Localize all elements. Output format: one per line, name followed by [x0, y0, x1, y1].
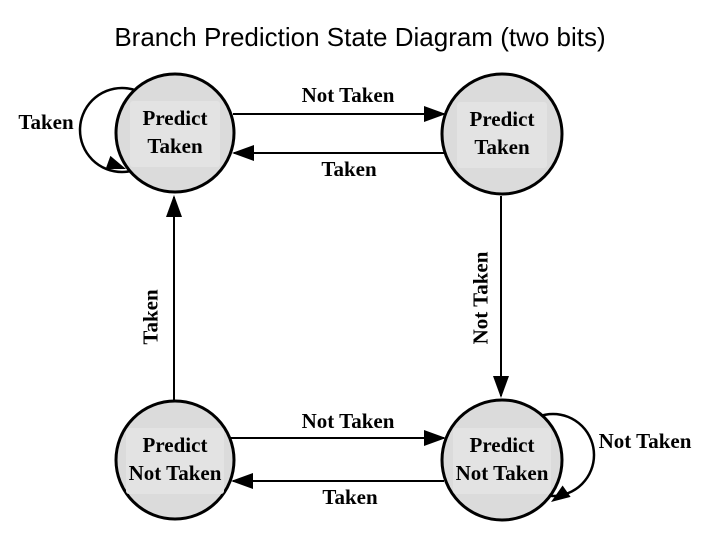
transition-label-left-taken: Taken — [138, 289, 163, 345]
state-inner-highlight — [453, 428, 551, 494]
self-loop-arrowhead-bottom-right — [551, 485, 571, 502]
state-inner-highlight — [457, 102, 547, 168]
transition-label-self-not-taken: Not Taken — [598, 429, 692, 453]
state-label-line: Taken — [474, 135, 530, 159]
state-inner-highlight — [130, 101, 220, 167]
transition-label-bottom-not-taken: Not Taken — [301, 409, 395, 433]
state-label-line: Not Taken — [455, 461, 549, 485]
state-label-line: Not Taken — [128, 461, 222, 485]
state-label-predict-not-taken-strong: Predict Not Taken — [422, 431, 582, 487]
state-inner-highlight — [126, 428, 224, 494]
transition-label-right-not-taken: Not Taken — [468, 251, 493, 345]
self-loop-arrowhead-top-left — [105, 155, 126, 170]
state-label-predict-not-taken-weak: Predict Not Taken — [95, 431, 255, 487]
transition-label-top-not-taken: Not Taken — [301, 83, 395, 107]
state-label-line: Predict — [469, 433, 535, 457]
state-label-predict-taken-weak: Predict Taken — [422, 105, 582, 161]
transition-label-bottom-taken: Taken — [322, 485, 378, 509]
state-label-line: Taken — [147, 134, 203, 158]
page-title: Branch Prediction State Diagram (two bit… — [114, 22, 606, 52]
state-label-line: Predict — [469, 107, 535, 131]
state-label-line: Predict — [142, 106, 208, 130]
transition-label-top-taken: Taken — [321, 157, 377, 181]
transition-label-self-taken: Taken — [18, 110, 74, 134]
state-label-line: Predict — [142, 433, 208, 457]
state-label-predict-taken-strong: Predict Taken — [95, 104, 255, 160]
